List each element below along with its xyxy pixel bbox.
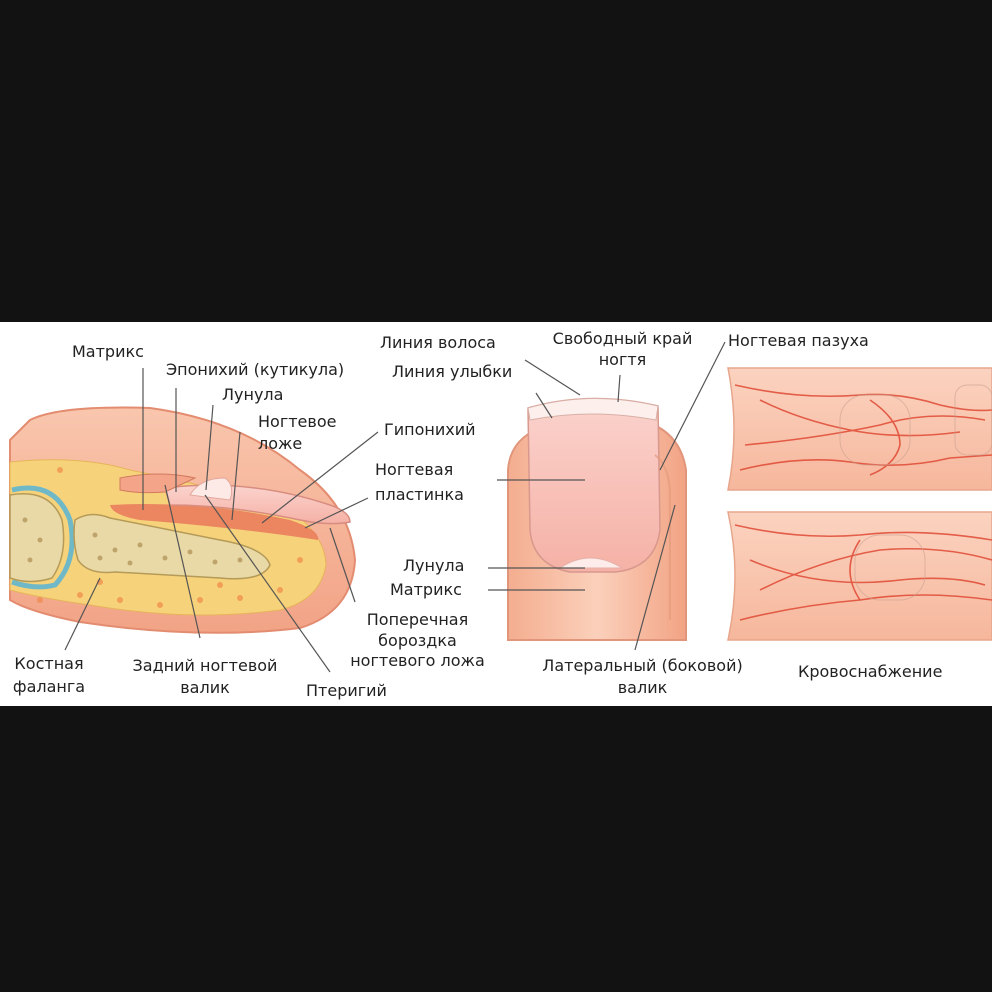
label-blood-supply: Кровоснабжение [798, 662, 943, 681]
label-groove-1: Поперечная [366, 610, 469, 629]
label-hyponychium: Гипонихий [384, 420, 476, 439]
label-bone-1: Костная [14, 654, 84, 673]
label-rear-fold-2: валик [180, 678, 230, 697]
label-nail-plate-2: пластинка [375, 485, 464, 504]
label-nail-sinus: Ногтевая пазуха [728, 331, 869, 350]
label-matrix-mid: Матрикс [390, 580, 462, 599]
label-nail-bed-1: Ногтевое [258, 412, 337, 431]
label-free-edge-1: Свободный край [552, 329, 693, 348]
label-lunula-mid: Лунула [403, 556, 465, 575]
label-groove-3: ногтевого ложа [350, 651, 485, 670]
label-nail-plate-1: Ногтевая [375, 460, 454, 479]
blood-supply-views [727, 367, 992, 641]
label-lateral-1: Латеральный (боковой) [542, 656, 743, 675]
label-lateral-2: валик [617, 678, 668, 697]
label-bone-2: фаланга [12, 677, 86, 696]
finger-cross-section [9, 406, 357, 634]
label-groove-2: бороздка [378, 631, 457, 650]
label-rear-fold-1: Задний ногтевой [132, 656, 278, 675]
label-lunula-left: Лунула [222, 385, 284, 404]
label-pterygium: Птеригий [306, 681, 387, 700]
label-nail-bed-2: ложе [258, 434, 303, 453]
label-matrix-left: Матрикс [72, 342, 144, 361]
finger-front-view [507, 397, 687, 641]
label-hair-line: Линия волоса [380, 333, 496, 352]
label-smile-line: Линия улыбки [392, 362, 513, 381]
label-free-edge-2: ногтя [598, 350, 647, 369]
leader-lines [64, 341, 726, 673]
label-eponychium: Эпонихий (кутикула) [166, 360, 345, 379]
